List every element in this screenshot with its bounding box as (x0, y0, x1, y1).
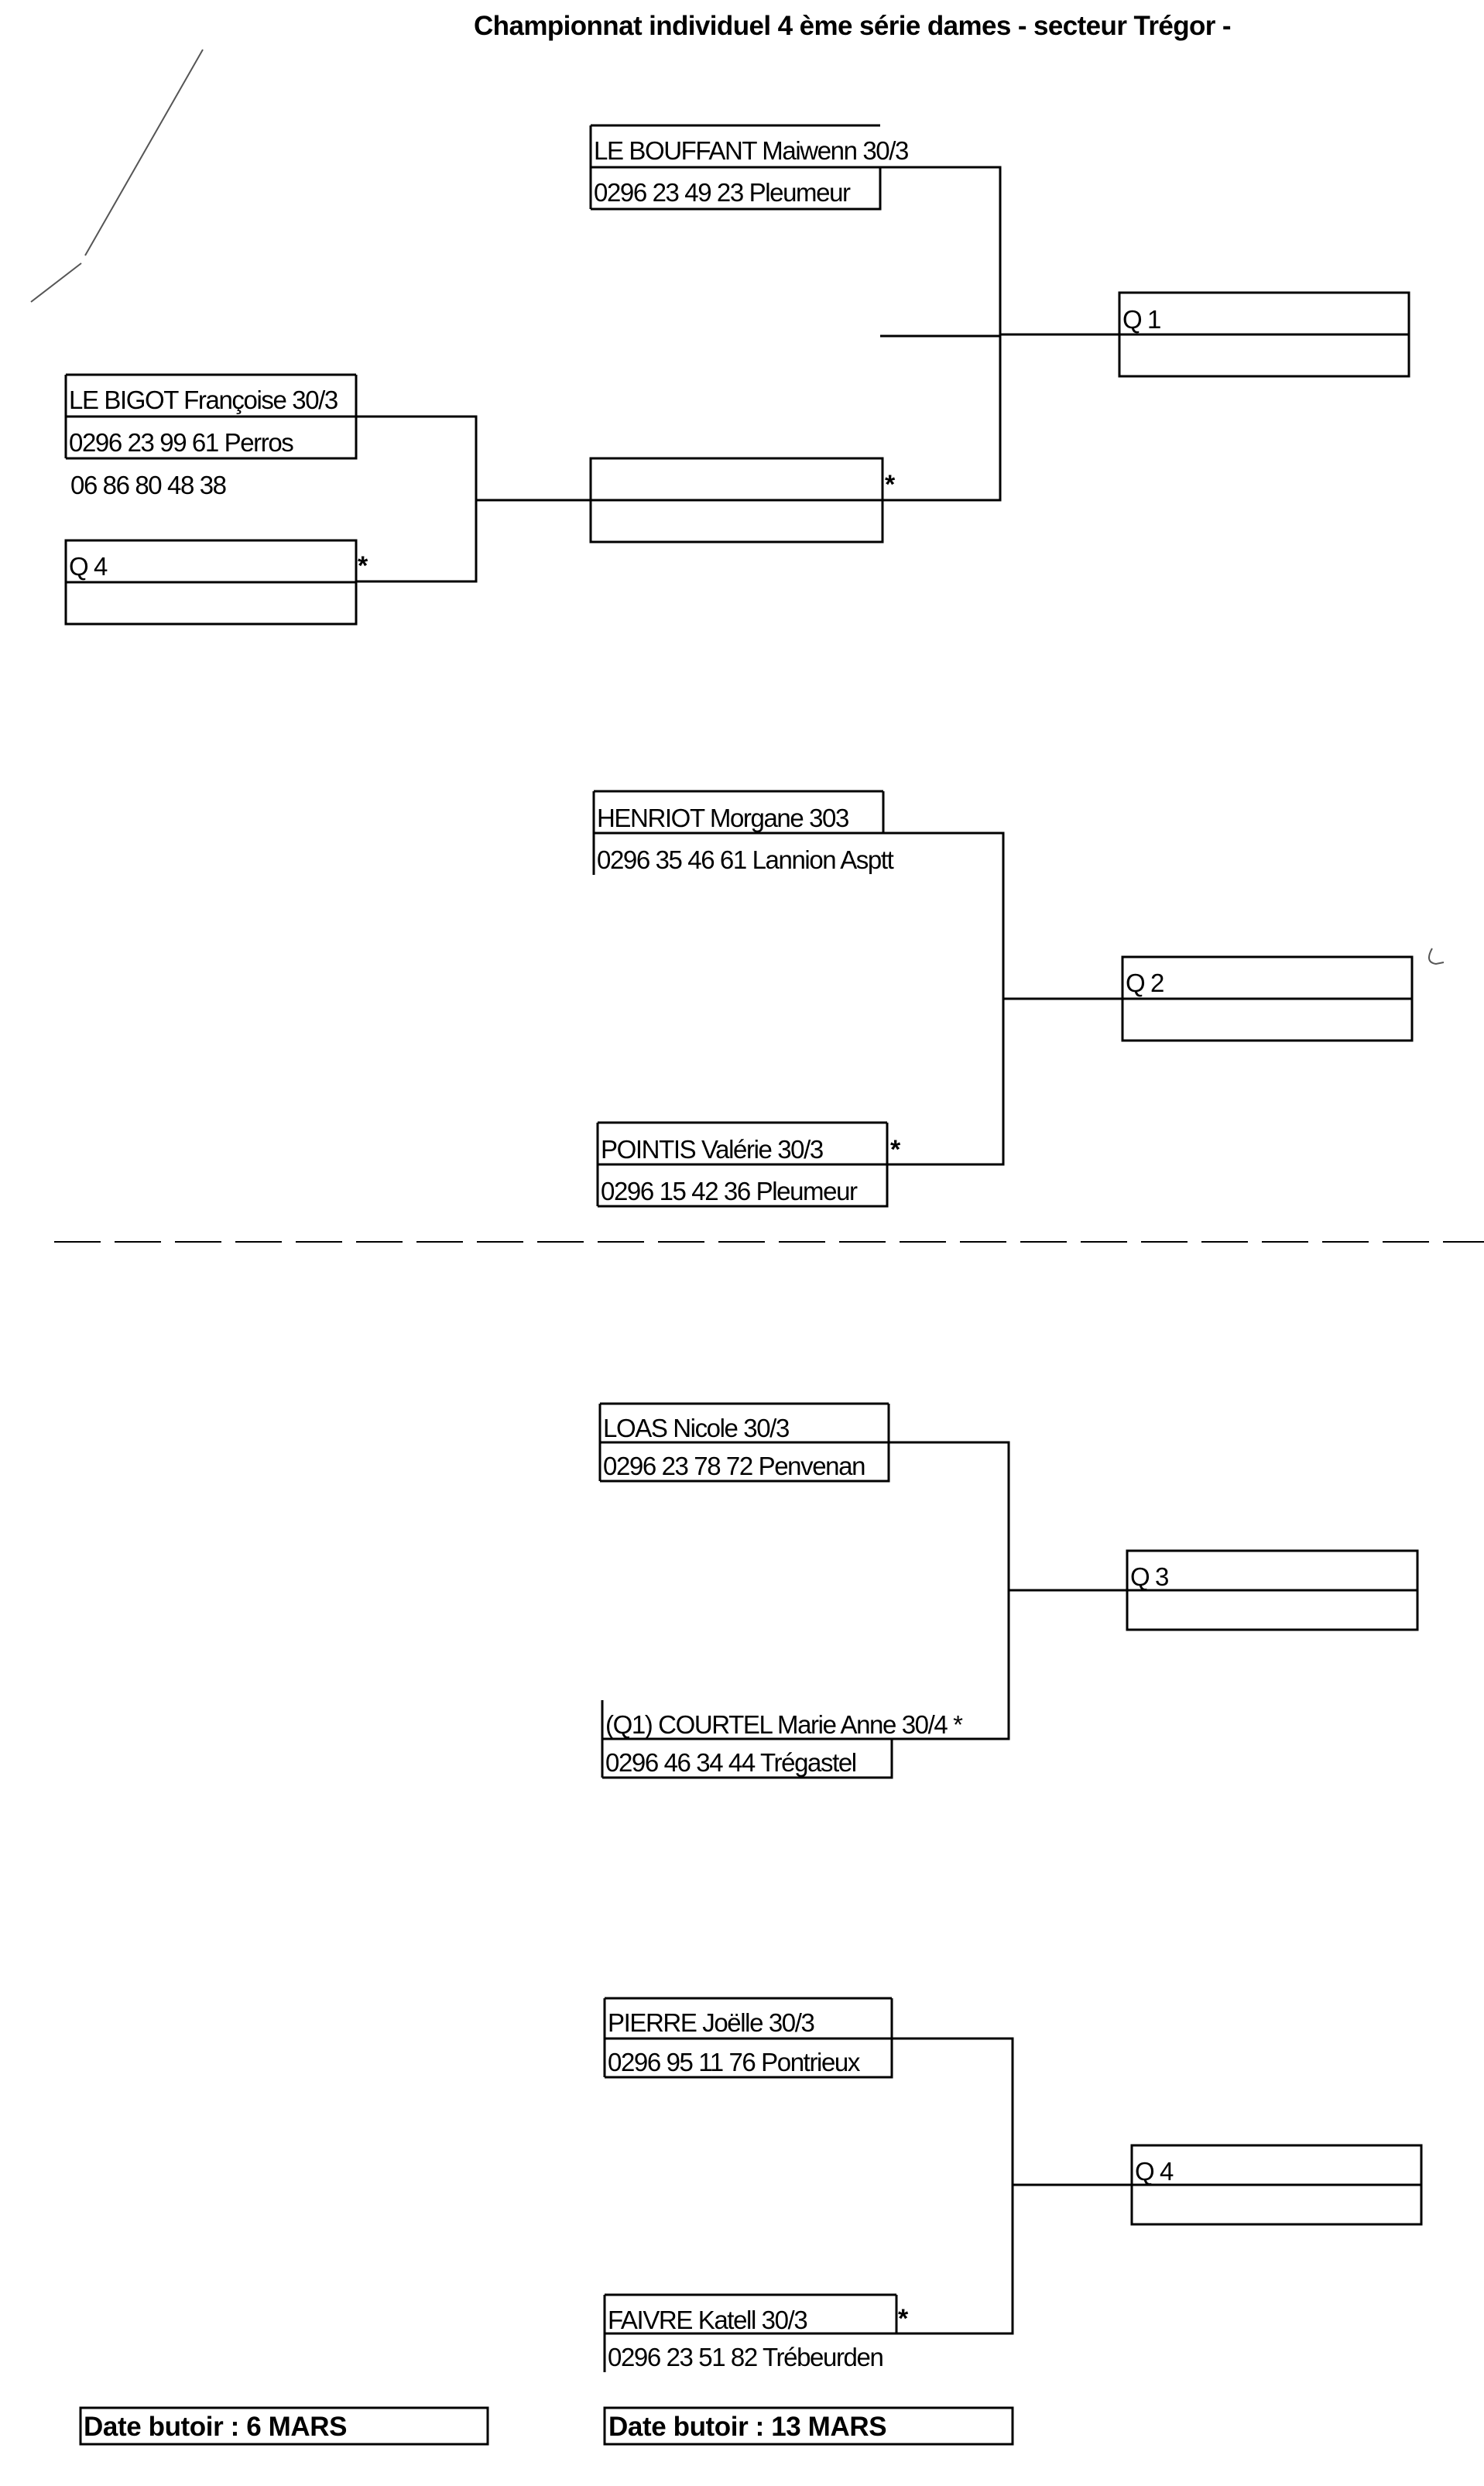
slot-q1-label: Q 1 (1122, 305, 1161, 334)
player-pierre-name: PIERRE Joëlle 30/3 (608, 2008, 815, 2037)
player-loas-contact: 0296 23 78 72 Penvenan (603, 1452, 865, 1480)
box-q3 (1126, 1549, 1419, 1631)
seed-marker: * (358, 551, 368, 581)
player-faivre-name: FAIVRE Katell 30/3 (608, 2306, 808, 2334)
scan-mark-line (84, 49, 204, 256)
deadline-left-box (79, 2406, 489, 2446)
connector-q1 (883, 333, 1119, 502)
player-pointis-name: POINTIS Valérie 30/3 (601, 1135, 824, 1164)
player-le-bouffant-name: LE BOUFFANT Maiwenn 30/3 (594, 136, 909, 165)
player-henriot-name: HENRIOT Morgane 303 (597, 804, 849, 832)
page-title: Championnat individuel 4 ème série dames… (474, 11, 1232, 41)
box-pointis (596, 1121, 889, 1208)
deadline-right: Date butoir : 13 MARS (608, 2412, 887, 2442)
player-courtel-name: (Q1) COURTEL Marie Anne 30/4 * (605, 1710, 963, 1739)
player-courtel-contact: 0296 46 34 44 Trégastel (605, 1748, 857, 1777)
player-faivre-contact: 0296 23 51 82 Trébeurden (608, 2343, 884, 2371)
scan-mark-line-2 (30, 262, 82, 303)
player-le-bigot-mobile: 06 86 80 48 38 (70, 471, 227, 499)
player-pointis-contact: 0296 15 42 36 Pleumeur (601, 1177, 858, 1205)
player-loas-name: LOAS Nicole 30/3 (603, 1414, 790, 1442)
player-pierre-contact: 0296 95 11 76 Pontrieux (608, 2048, 860, 2076)
seed-marker: * (898, 2304, 908, 2333)
box-courtel (601, 1700, 893, 1779)
deadline-right-box (603, 2406, 1014, 2446)
seed-marker: * (885, 470, 895, 499)
player-le-bigot-name: LE BIGOT Françoise 30/3 (69, 386, 338, 414)
slot-q2-label: Q 2 (1126, 969, 1164, 997)
box-q1 (1118, 291, 1410, 378)
box-q4-feed (64, 539, 358, 626)
deadline-left: Date butoir : 6 MARS (84, 2412, 348, 2442)
box-faivre (603, 2293, 898, 2372)
box-q4 (1130, 2144, 1423, 2226)
slot-q4-label: Q 4 (1135, 2157, 1174, 2186)
player-le-bouffant-contact: 0296 23 49 23 Pleumeur (594, 178, 851, 207)
scan-mark-hook (1428, 948, 1445, 965)
player-henriot-contact: 0296 35 46 61 Lannion Asptt (597, 845, 894, 874)
player-le-bigot-contact: 0296 23 99 61 Perros (69, 428, 294, 457)
slot-q3-label: Q 3 (1130, 1562, 1169, 1591)
seed-marker: * (890, 1135, 900, 1164)
box-le-bouffant (589, 124, 1002, 338)
box-q2 (1121, 955, 1414, 1042)
slot-q4-feed-label: Q 4 (69, 552, 108, 581)
box-r1-empty (589, 457, 884, 543)
